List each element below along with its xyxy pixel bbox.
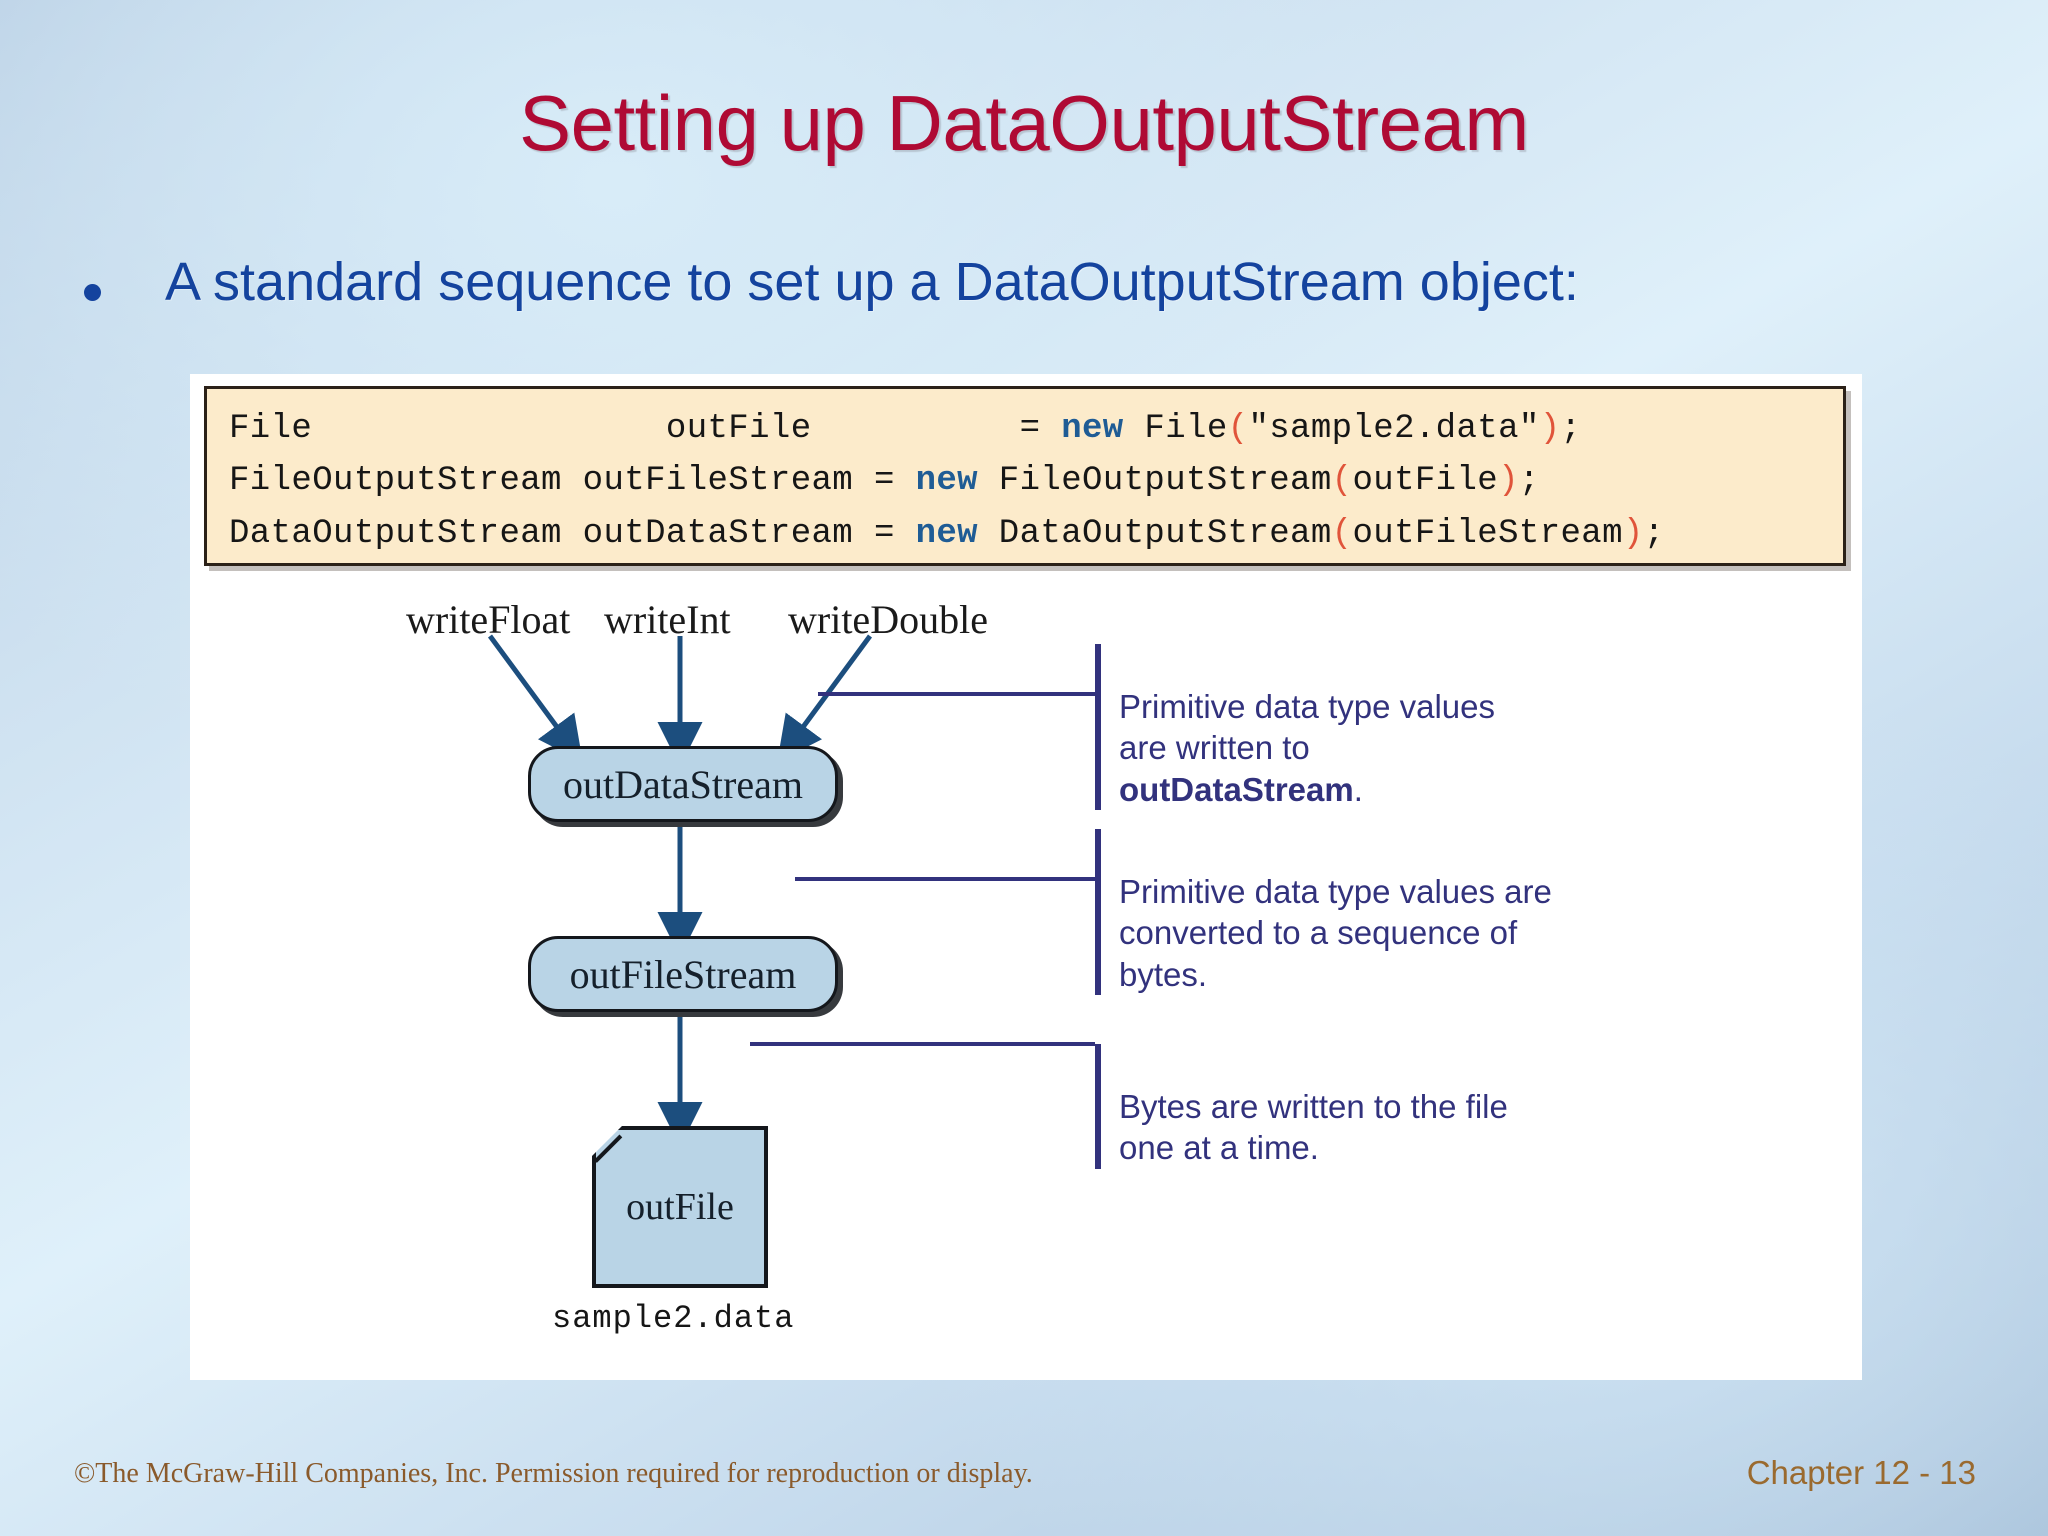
- code-line: DataOutputStream outDataStream = new Dat…: [229, 515, 1665, 553]
- bullet-text: A standard sequence to set up a DataOutp…: [165, 252, 1579, 312]
- code-argument: "sample2.data": [1248, 410, 1540, 448]
- code-var: outFileStream: [582, 462, 854, 501]
- slide-title: Setting up DataOutputStream: [519, 79, 1529, 167]
- code-paren-close: ): [1539, 410, 1561, 448]
- file-caption: sample2.data: [552, 1300, 795, 1337]
- code-argument: outFileStream: [1352, 514, 1623, 553]
- arrow-writefloat: [487, 634, 583, 763]
- method-label-writedouble: writeDouble: [788, 597, 988, 642]
- annotation-3-text: Bytes are written to the file one at a t…: [1119, 1087, 1508, 1167]
- code-equals: =: [1019, 410, 1041, 448]
- code-var: outDataStream: [582, 514, 854, 553]
- bullet-row: A standard sequence to set up a DataOutp…: [84, 254, 1984, 311]
- annotation-3: Bytes are written to the file one at a t…: [1095, 1044, 1539, 1169]
- stream-diagram: writeFloat writeInt writeDouble outDataS…: [190, 574, 1862, 1380]
- method-label-writefloat: writeFloat: [406, 597, 571, 642]
- code-constructor: DataOutputStream: [998, 514, 1332, 553]
- annotation-2-text: Primitive data type values are converted…: [1119, 872, 1552, 993]
- annotation-1-bold: outDataStream: [1119, 770, 1354, 808]
- arrow-writedouble: [777, 634, 873, 763]
- bullet-dot-icon: [84, 284, 101, 301]
- code-paren-open: (: [1331, 514, 1353, 553]
- diagram-connectors: [487, 634, 1095, 1147]
- code-constructor: FileOutputStream: [998, 462, 1332, 501]
- code-block: File outFile = new File("sample2.data");…: [204, 386, 1846, 566]
- code-gap: [312, 410, 666, 448]
- code-var: outFile: [665, 410, 812, 448]
- code-semicolon: ;: [1643, 514, 1665, 553]
- annotation-2: Primitive data type values are converted…: [1095, 829, 1559, 996]
- code-gap: [812, 410, 1020, 448]
- node-outdatastream[interactable]: outDataStream: [528, 746, 838, 822]
- code-semicolon: ;: [1560, 410, 1582, 448]
- code-line: FileOutputStream outFileStream = new Fil…: [229, 462, 1540, 500]
- node-outfile[interactable]: outFile: [592, 1126, 768, 1288]
- code-paren-close: ): [1622, 514, 1644, 553]
- code-keyword: new: [915, 462, 978, 501]
- annotation-1: Primitive data type values are written t…: [1095, 644, 1539, 811]
- node-outfilestream[interactable]: outFileStream: [528, 936, 838, 1012]
- footer-copyright: ©The McGraw-Hill Companies, Inc. Permiss…: [74, 1458, 1033, 1489]
- annotation-1-text: Primitive data type values are written t…: [1119, 687, 1496, 767]
- node-outfile-label: outFile: [626, 1186, 734, 1228]
- method-label-writeint: writeInt: [604, 597, 731, 642]
- figure-panel: File outFile = new File("sample2.data");…: [190, 374, 1862, 1380]
- code-paren-close: ): [1498, 462, 1519, 501]
- code-equals: =: [873, 514, 895, 553]
- annotation-1-tail: .: [1353, 770, 1363, 808]
- code-type: FileOutputStream: [229, 462, 562, 501]
- code-constructor: File: [1144, 410, 1228, 448]
- code-line: File outFile = new File("sample2.data");: [229, 410, 1581, 448]
- code-equals: =: [873, 462, 895, 501]
- code-type: File: [229, 410, 313, 448]
- code-semicolon: ;: [1518, 462, 1540, 501]
- code-keyword: new: [1061, 410, 1124, 448]
- code-paren-open: (: [1227, 410, 1249, 448]
- code-type: DataOutputStream: [229, 514, 562, 553]
- code-argument: outFile: [1352, 462, 1499, 501]
- code-paren-open: (: [1331, 462, 1353, 501]
- footer-chapter-number: Chapter 12 - 13: [1746, 1454, 1976, 1491]
- code-keyword: new: [915, 514, 978, 553]
